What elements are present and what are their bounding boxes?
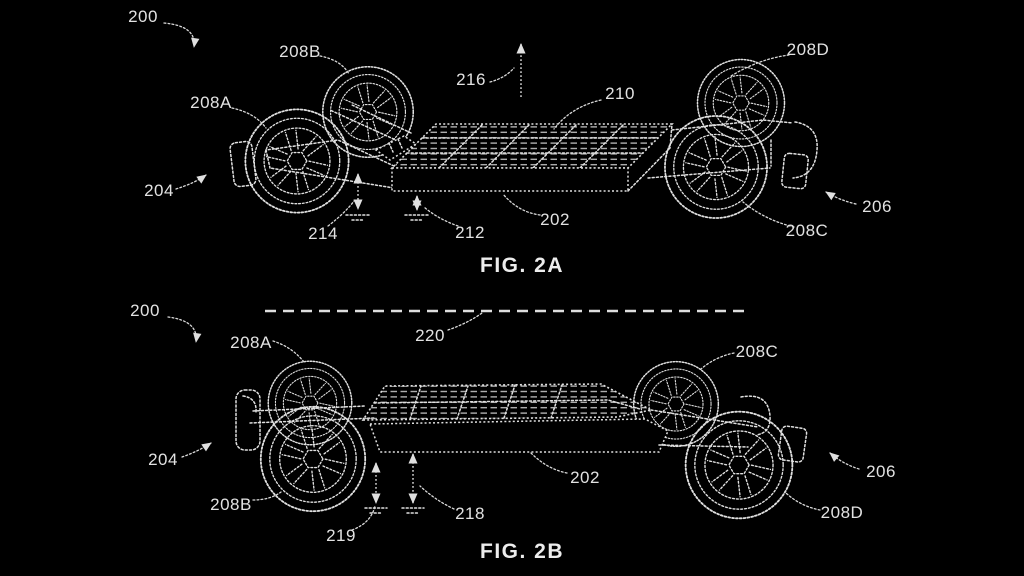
fig2b-ref-label-204: 204 xyxy=(148,450,178,469)
fig2b-ref-label-202: 202 xyxy=(570,468,600,487)
fig2a-ref-label-208A: 208A xyxy=(190,93,232,112)
fig2a-leader-lines xyxy=(163,22,857,228)
fig2a-battery-side xyxy=(391,167,629,192)
fig2a-ref-label-216: 216 xyxy=(456,70,486,89)
fig2b-ref-label-206: 206 xyxy=(866,462,896,481)
fig2a-dimension-214 xyxy=(345,173,371,221)
fig2b-ref-label-208C: 208C xyxy=(735,342,779,361)
fig2b-battery-pack xyxy=(361,383,669,453)
fig2b-leader-lines xyxy=(167,312,860,531)
fig2b-battery-top xyxy=(361,383,654,421)
fig2b-caption: FIG. 2B xyxy=(479,540,565,563)
fig2b-dimension-218 xyxy=(401,453,425,514)
fig-2b-drawing xyxy=(167,309,860,531)
fig2b-ref-label-208A: 208A xyxy=(230,333,272,352)
fig2a-ref-label-204: 204 xyxy=(144,181,174,200)
fig-2a-drawing xyxy=(163,22,857,228)
fig2a-front-near-wheel xyxy=(244,108,350,214)
fig2a-ref-label-208C: 208C xyxy=(785,221,829,240)
fig2b-rear-frame xyxy=(650,395,808,463)
fig2a-ref-label-212: 212 xyxy=(455,223,485,242)
fig2b-front-far-wheel xyxy=(267,360,353,446)
fig2a-ref-label-208B: 208B xyxy=(279,42,321,61)
fig2b-ref-label-208D: 208D xyxy=(820,503,864,522)
fig2a-ref-label-202: 202 xyxy=(540,210,570,229)
fig2a-ref-label-200: 200 xyxy=(128,7,158,26)
fig2b-front-frame xyxy=(235,389,375,451)
fig2b-ref-label-200: 200 xyxy=(130,301,160,320)
fig2a-battery-pack xyxy=(390,123,674,192)
fig2a-battery-top xyxy=(390,123,674,169)
fig2a-dimension-212 xyxy=(404,195,430,221)
fig2a-ref-label-208D: 208D xyxy=(786,40,830,59)
fig2b-battery-side xyxy=(368,418,669,453)
fig2b-ref-label-208B: 208B xyxy=(210,495,252,514)
fig2b-ref-label-219: 219 xyxy=(326,526,356,545)
fig2b-ref-label-218: 218 xyxy=(455,504,485,523)
fig2b-rear-near-wheel xyxy=(684,410,794,520)
fig2b-front-near-wheel xyxy=(259,405,367,513)
fig2a-ref-label-210: 210 xyxy=(605,84,635,103)
fig2a-rear-near-wheel xyxy=(664,115,768,219)
fig2a-ref-label-206: 206 xyxy=(862,197,892,216)
fig2a-rear-bumper xyxy=(792,121,818,179)
fig2a-caption: FIG. 2A xyxy=(479,254,565,277)
fig2b-ref-label-220: 220 xyxy=(415,326,445,345)
fig2b-front-bumper xyxy=(235,389,261,451)
fig2a-front-bumper xyxy=(229,140,257,188)
fig2a-rear-frame xyxy=(647,119,818,190)
fig2b-rear-bumper xyxy=(740,395,771,436)
fig2b-dimension-219 xyxy=(364,462,388,514)
fig2a-ref-label-214: 214 xyxy=(308,224,338,243)
